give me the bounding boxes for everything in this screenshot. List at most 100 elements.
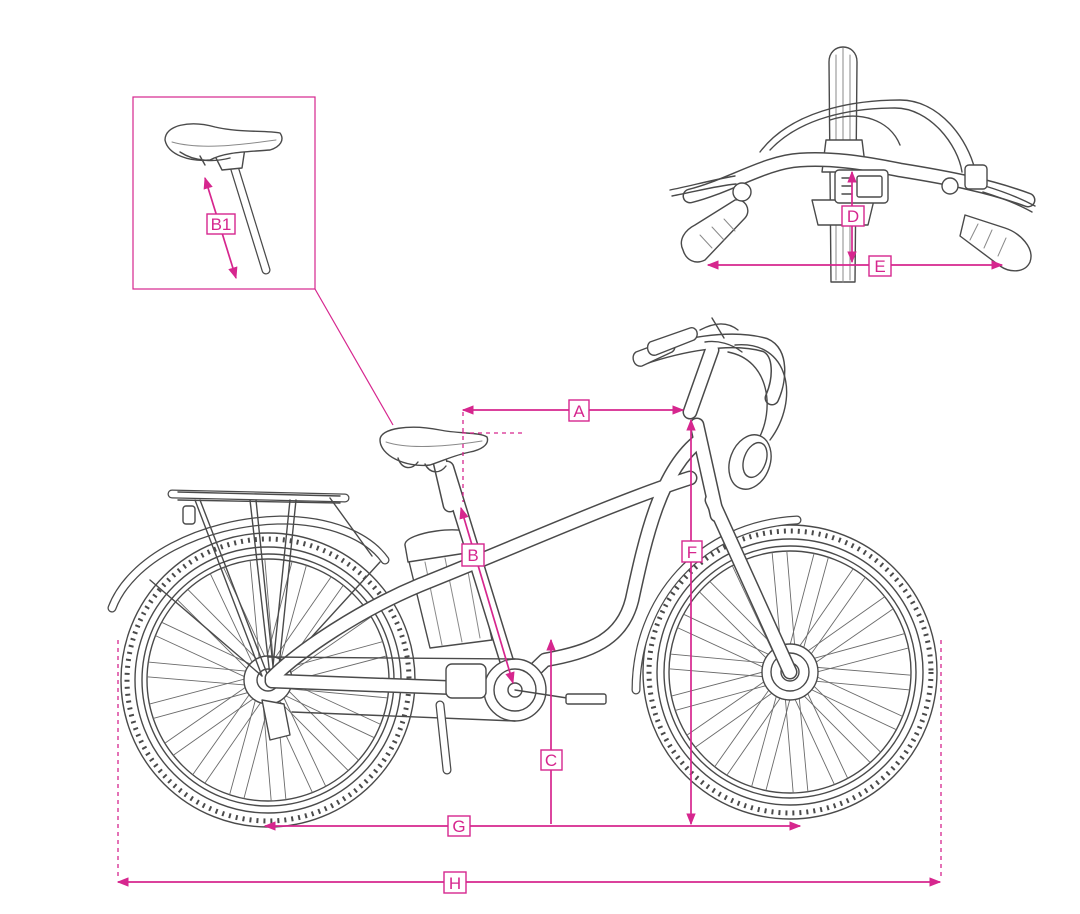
label-d-text: D [847, 207, 859, 226]
saddle-edge [385, 440, 483, 448]
tail-light [182, 505, 196, 525]
wheel-spoke [797, 681, 809, 792]
top-view-right-grip [959, 214, 1032, 272]
dimension-label-b1: B1 [206, 213, 236, 235]
dimension-label-c: C [540, 749, 563, 771]
wheel-spoke [683, 613, 785, 663]
top-view-left-brake-lever [669, 175, 737, 197]
top-view-right-shifter [964, 164, 988, 190]
wheel-spoke [789, 568, 854, 661]
top-view-cables [759, 99, 976, 173]
seatpost-inset: B1 [132, 96, 394, 426]
top-view-left-grip-texture [699, 218, 736, 249]
dimension-label-h: H [443, 871, 467, 894]
rack-rails [177, 491, 341, 504]
wheel-spoke [149, 675, 257, 705]
inset-saddle-edge [171, 139, 277, 147]
inset-saddle [164, 123, 283, 162]
top-view-left-bell [732, 182, 752, 202]
inset-seatpost-fill [232, 160, 266, 270]
dimension-label-b: B [461, 543, 485, 567]
wheel-spoke [785, 553, 815, 661]
label-e-text: E [874, 257, 885, 276]
wheel-spoke [277, 687, 388, 699]
label-g-text: G [452, 817, 465, 836]
label-c-box [540, 749, 563, 771]
label-b-box [461, 543, 485, 567]
label-e-box [868, 255, 892, 277]
label-f-text: F [687, 543, 697, 562]
label-b1-text: B1 [211, 215, 232, 234]
front-tire-tread [646, 528, 934, 816]
wheel-spoke [751, 679, 782, 787]
label-h-box [443, 871, 467, 894]
front-rim [663, 545, 917, 799]
display-screen [856, 175, 883, 198]
wheel-spoke [686, 671, 779, 736]
wheel-spoke [276, 565, 307, 673]
inset-seatpost-drawing [164, 123, 283, 270]
inset-saddle-rails [179, 151, 231, 166]
inset-frame [132, 96, 316, 290]
label-b1-box [206, 213, 236, 235]
wheel-spoke [793, 596, 885, 662]
pedal [565, 693, 607, 705]
top-view-right-brake-lever [982, 185, 1036, 213]
wheel-spoke [765, 683, 795, 791]
dimension-label-e: E [868, 255, 892, 277]
wheel-spoke [164, 679, 257, 744]
rack-struts [194, 497, 373, 677]
wheel-spoke [801, 647, 909, 677]
kickstand-fill [440, 705, 447, 770]
wheel-spoke [148, 661, 259, 673]
wheel-spoke [173, 690, 265, 756]
dimension-label-g: G [447, 815, 471, 837]
top-view-left-grip [680, 199, 749, 263]
wheel-spoke [787, 683, 835, 785]
bike-side-view [112, 317, 938, 828]
label-a-text: A [573, 402, 585, 421]
wheel-spoke [783, 682, 794, 794]
wheel-spoke [192, 683, 258, 775]
inset-leader-line [314, 288, 394, 426]
dimension-lines: A B C F G H [116, 399, 942, 894]
wheel-spoke [279, 616, 372, 681]
wheel-spoke [714, 675, 780, 767]
wheel-spoke [791, 683, 871, 763]
headlight-lens [742, 441, 768, 479]
wheel-spoke [795, 681, 897, 731]
label-h-text: H [449, 874, 461, 893]
handlebar-cable-loop [727, 344, 788, 441]
front-rim-inner [668, 550, 912, 794]
wheel-spoke [273, 689, 375, 739]
front-tire-inner [656, 538, 924, 806]
wheel-spoke [279, 681, 359, 761]
chainring-inner [493, 668, 537, 712]
label-b-text: B [467, 546, 478, 565]
wheel-spoke [146, 676, 258, 687]
wheel-spoke [801, 669, 903, 717]
handlebar-top-view: D E [669, 46, 1036, 283]
wheel-spoke [267, 576, 332, 669]
wheel-spoke [277, 685, 327, 787]
label-c-text: C [545, 751, 557, 770]
wheel-spoke [223, 567, 271, 669]
wheel-spoke [204, 691, 269, 784]
brake-levers [699, 317, 743, 353]
motor-housing [445, 663, 487, 699]
top-view-display [834, 169, 889, 204]
label-f-box [681, 540, 703, 563]
wheel-spoke [800, 665, 912, 676]
top-view-right-bell [941, 177, 959, 195]
label-g-box [447, 815, 471, 837]
wheel-spoke [798, 557, 829, 665]
wheel-spoke [187, 589, 267, 669]
label-a-box [568, 399, 590, 422]
wheel-spoke [799, 677, 849, 779]
wheel-spoke [264, 558, 275, 670]
wheel-spoke [801, 608, 894, 673]
rear-derailleur [261, 699, 291, 741]
top-view-right-grip-texture [969, 223, 1007, 257]
right-grip [646, 327, 698, 356]
